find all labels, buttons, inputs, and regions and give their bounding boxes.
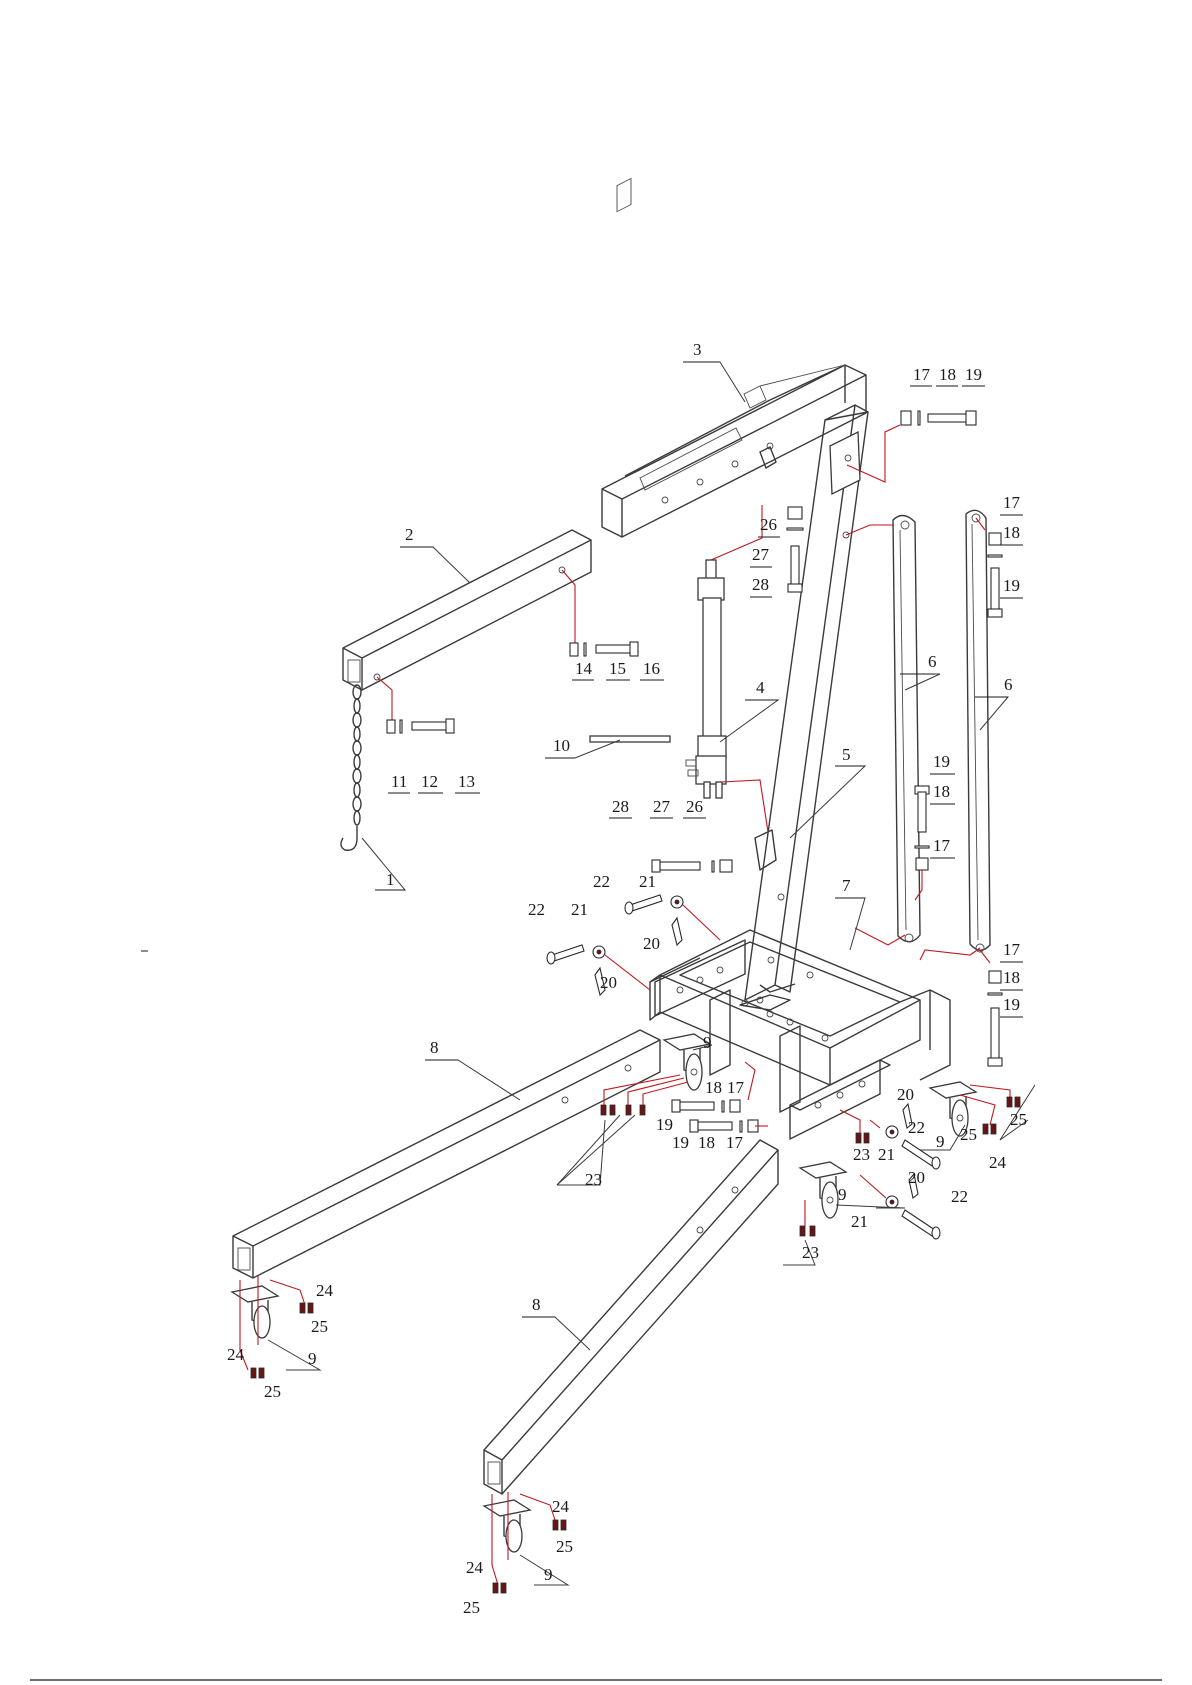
callout-26-low: 26 [686,797,703,816]
part-boom-arm [343,530,591,690]
callout-18-center-a: 18 [705,1078,722,1097]
callout-22d: 22 [951,1187,968,1206]
callout-18-right: 18 [1003,968,1020,987]
callout-25e: 25 [1010,1110,1027,1129]
callout-1: 1 [386,870,395,889]
callout-17-right: 17 [1003,940,1021,959]
callout-20a: 20 [600,973,617,992]
callout-28-low: 28 [612,797,629,816]
callout-19-mid: 19 [933,752,950,771]
callout-25f: 25 [960,1125,977,1144]
part-leg-left [233,1030,660,1278]
callout-3: 3 [693,340,702,359]
callout-24c: 24 [552,1497,570,1516]
callout-16: 16 [643,659,660,678]
callout-24b: 24 [227,1345,245,1364]
callout-25a: 25 [311,1317,328,1336]
callout-8b: 8 [532,1295,541,1314]
callout-21a: 21 [571,900,588,919]
hardware-19-18-17-brace-low [915,786,929,900]
callout-19-center-a: 19 [656,1115,673,1134]
callout-2: 2 [405,525,414,544]
part-mast [745,405,868,1000]
callout-17-center-b: 17 [726,1133,744,1152]
callout-28-top: 28 [752,575,769,594]
callout-6a: 6 [928,652,937,671]
hardware-pins-20-21-22-right [860,1104,940,1239]
callout-17-brace: 17 [1003,493,1021,512]
callout-19-right: 19 [1003,995,1020,1014]
callout-25b: 25 [264,1382,281,1401]
hardware-26-27-28-low [652,860,732,872]
callout-labels: 1 2 3 4 5 6 6 7 8 8 9 9 9 9 9 10 11 12 1… [227,340,1027,1617]
callout-9e: 9 [544,1565,553,1584]
callout-underlines [375,362,1023,1317]
callout-6b: 6 [1004,675,1013,694]
callout-22b: 22 [593,872,610,891]
callout-9b: 9 [936,1132,945,1151]
callout-23a: 23 [585,1170,602,1189]
hardware-17-18-19-brace-top [988,533,1002,617]
callout-9d: 9 [308,1349,317,1368]
callout-23b: 23 [853,1145,870,1164]
callout-26-top: 26 [760,515,777,534]
callout-9a: 9 [703,1033,712,1052]
callout-27-low: 27 [653,797,671,816]
callout-24d: 24 [466,1558,484,1577]
callout-23c: 23 [802,1243,819,1262]
callout-25c: 25 [556,1537,573,1556]
callout-17-center-a: 17 [727,1078,745,1097]
callout-5: 5 [842,745,851,764]
callout-27-top: 27 [752,545,770,564]
callout-18-center-b: 18 [698,1133,715,1152]
callout-4: 4 [756,678,765,697]
callout-17-top: 17 [913,365,931,384]
callout-15: 15 [609,659,626,678]
part-braces [846,510,990,960]
callout-21b: 21 [639,872,656,891]
callout-22a: 22 [528,900,545,919]
hardware-26-27-28-top [787,507,803,592]
callout-9c: 9 [838,1185,847,1204]
callout-10: 10 [553,736,570,755]
hardware-14-15-16 [562,570,638,656]
part-boom-head [602,178,866,537]
callout-18-brace: 18 [1003,523,1020,542]
callout-17-mid: 17 [933,836,951,855]
callout-20b: 20 [643,934,660,953]
callout-24e: 24 [989,1153,1007,1172]
callout-19-top: 19 [965,365,982,384]
callout-8a: 8 [430,1038,439,1057]
hardware-11-12-13 [387,719,454,733]
callout-19-brace: 19 [1003,576,1020,595]
callout-21c: 21 [878,1145,895,1164]
leader-lines [268,362,1035,1585]
callout-20d: 20 [908,1168,925,1187]
callout-21d: 21 [851,1212,868,1231]
callout-18-mid: 18 [933,782,950,801]
hardware-17-18-19-right [980,950,1002,1066]
callout-13: 13 [458,772,475,791]
callout-11: 11 [391,772,407,791]
callout-7: 7 [842,876,851,895]
part-chain-hook [341,677,392,850]
callout-25d: 25 [463,1598,480,1617]
callout-18-top: 18 [939,365,956,384]
callout-20c: 20 [897,1085,914,1104]
callout-19-center-b: 19 [672,1133,689,1152]
callout-22c: 22 [908,1118,925,1137]
callout-14: 14 [575,659,593,678]
callout-24a: 24 [316,1281,334,1300]
callout-12: 12 [421,772,438,791]
